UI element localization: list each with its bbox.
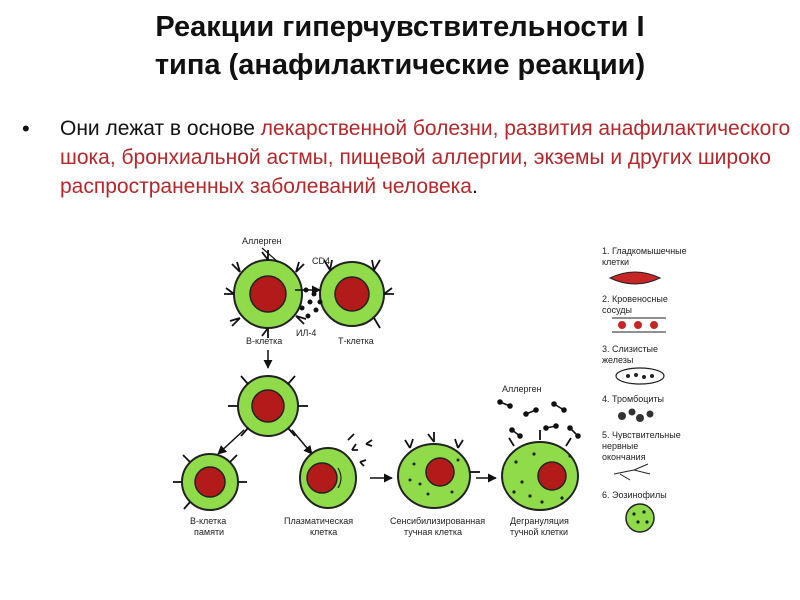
bullet-lead-text: Они лежат в основе (60, 117, 261, 140)
label-plasma-line2: клетка (310, 527, 337, 537)
plasma-cell (299, 447, 357, 509)
title-line-2: типа (анафилактические реакции) (154, 49, 646, 81)
label-b-cell: В-клетка (246, 336, 282, 346)
sensitized-mast-cell (397, 432, 480, 509)
label-memory-b-line2: памяти (194, 527, 224, 537)
hypersensitivity-diagram: Аллерген CD4 ИЛ-4 В-клетка Т-клетка (173, 236, 687, 537)
arrow-to-plasma (291, 429, 313, 455)
allergen-pointer (261, 247, 279, 263)
ige-antibodies (347, 433, 373, 467)
effector-legend: 1. Гладкомышечные клетки 2. Кровеносные … (602, 246, 687, 533)
mucous-gland-icon (615, 367, 665, 385)
legend-3-line2: железы (602, 355, 633, 365)
bullet-dot-icon: • (22, 116, 30, 141)
legend-1-line1: 1. Гладкомышечные (602, 246, 687, 256)
label-allergen-top: Аллерген (242, 236, 282, 246)
nerve-endings-icon (613, 463, 651, 481)
label-t-cell: Т-клетка (338, 336, 374, 346)
arrow-to-memory-b (217, 429, 245, 455)
activated-b-cell (228, 375, 308, 437)
b-cell-top (224, 250, 307, 338)
label-sens-line2: тучная клетка (404, 527, 462, 537)
legend-4-line1: 4. Тромбоциты (602, 394, 664, 404)
eosinophil-icon (625, 503, 655, 533)
label-allergen-mast: Аллерген (502, 384, 542, 394)
label-sens-line1: Сенсибилизированная (390, 516, 485, 526)
label-cd4: CD4 (312, 256, 330, 266)
legend-2-line2: сосуды (602, 305, 632, 315)
label-degr-line1: Дегрануляция (510, 516, 569, 526)
label-plasma-line1: Плазматическая (284, 516, 353, 526)
slide-title: Реакции гиперчувствительности I типа (ан… (0, 8, 800, 84)
label-memory-b-line1: В-клетка (190, 516, 226, 526)
smooth-muscle-icon (608, 271, 662, 285)
legend-5-line3: окончания (602, 452, 646, 462)
label-il4: ИЛ-4 (296, 328, 316, 338)
t-cell (319, 259, 394, 329)
bullet-highlight-text: лекарственной болезни, развития анафилак… (60, 117, 791, 198)
platelets-icon (618, 408, 654, 422)
legend-2-line1: 2. Кровеносные (602, 294, 668, 304)
memory-b-cell (173, 453, 247, 511)
legend-3-line1: 3. Слизистые (602, 344, 658, 354)
blood-vessel-icon (612, 317, 666, 333)
legend-1-line2: клетки (602, 257, 629, 267)
legend-6-line1: 6. Эозинофилы (602, 490, 667, 500)
legend-5-line2: нервные (602, 441, 638, 451)
degranulating-mast-cell (501, 430, 579, 511)
bullet-text: Они лежат в основе лекарственной болезни… (60, 114, 800, 201)
label-degr-line2: тучной клетки (510, 527, 568, 537)
title-line-1: Реакции гиперчувствительности I (155, 11, 645, 43)
bullet-end-text: . (471, 175, 478, 198)
allergen-particles (497, 399, 581, 439)
legend-5-line1: 5. Чувствительные (602, 430, 681, 440)
